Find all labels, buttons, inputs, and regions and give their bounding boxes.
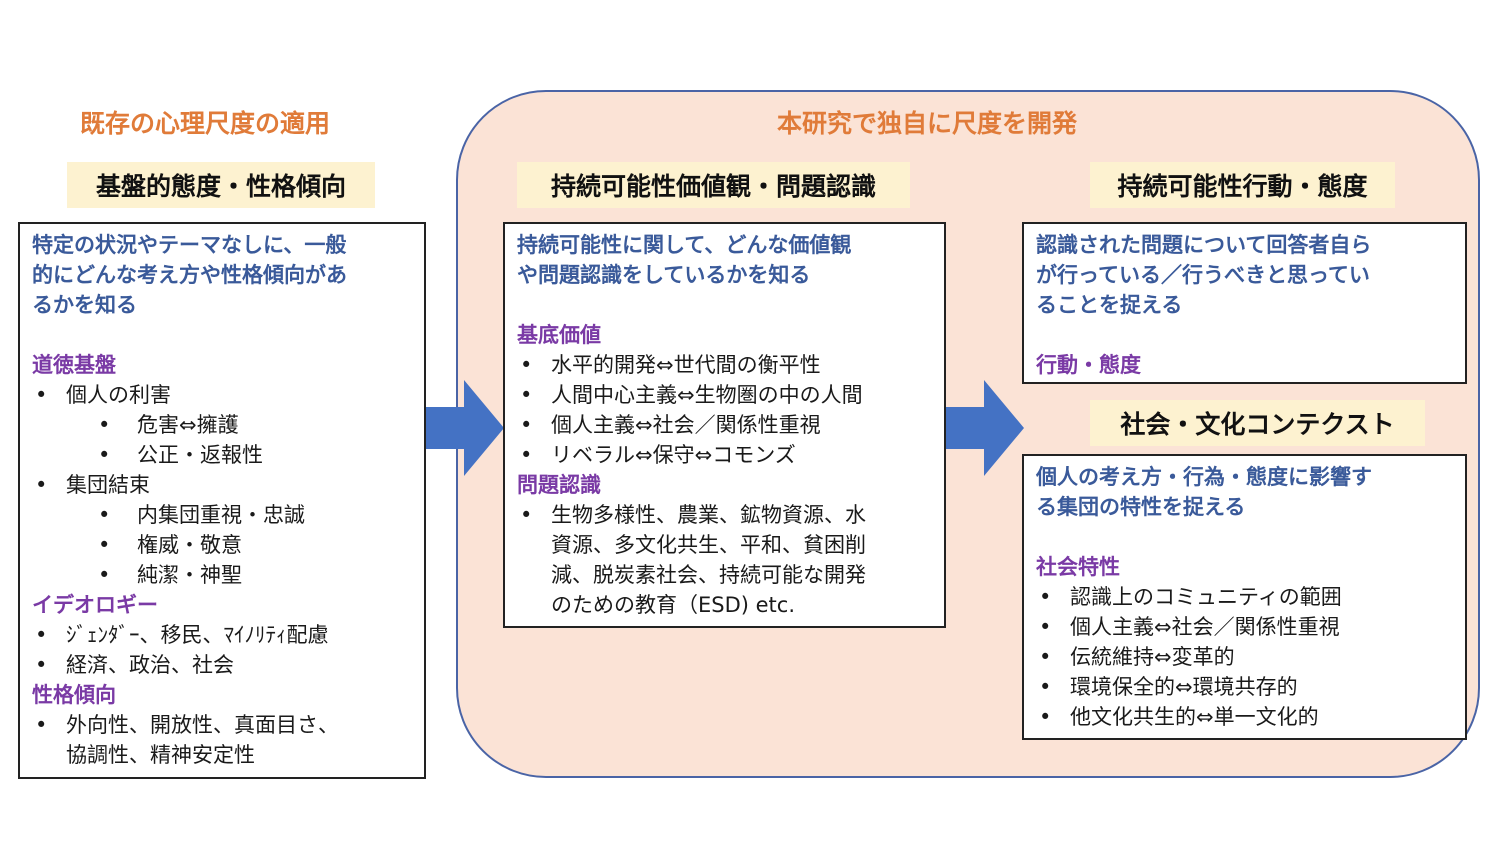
- ideology-list: ｼﾞｪﾝﾀﾞｰ、移民、ﾏｲﾉﾘﾃｨ配慮 経済、政治、社会: [32, 620, 412, 680]
- list-item: リベラル⇔保守⇔コモンズ: [517, 440, 932, 470]
- list-item: 経済、政治、社会: [32, 650, 412, 680]
- middle-panel: 持続可能性に関して、どんな価値観 や問題認識をしているかを知る 基底価値 水平的…: [503, 222, 946, 628]
- middle-section-title: 持続可能性価値観・問題認識: [517, 162, 910, 208]
- left-intro: 特定の状況やテーマなしに、一般 的にどんな考え方や性格傾向があ るかを知る: [32, 233, 347, 317]
- list-item: 認識上のコミュニティの範囲: [1036, 582, 1453, 612]
- list-item: 公正・返報性: [32, 440, 412, 470]
- personality-title: 性格傾向: [32, 683, 116, 707]
- issue-recognition-list: 生物多様性、農業、鉱物資源、水 資源、多文化共生、平和、貧困削 減、脱炭素社会、…: [517, 500, 932, 620]
- moral-foundations-title: 道徳基盤: [32, 353, 116, 377]
- list-item: 伝統維持⇔変革的: [1036, 642, 1453, 672]
- list-item: 外向性、開放性、真面目さ、 協調性、精神安定性: [32, 710, 412, 770]
- right-arrow-icon: [426, 380, 506, 476]
- list-item: 危害⇔擁護: [32, 410, 412, 440]
- list-item: 内集団重視・忠誠: [32, 500, 412, 530]
- right-top-section-title: 持続可能性行動・態度: [1090, 162, 1395, 208]
- list-item: ｼﾞｪﾝﾀﾞｰ、移民、ﾏｲﾉﾘﾃｨ配慮: [32, 620, 412, 650]
- right-bottom-section-title: 社会・文化コンテクスト: [1090, 400, 1425, 446]
- right-top-panel: 認識された問題について回答者自ら が行っている／行うべきと思ってい ることを捉え…: [1022, 222, 1467, 384]
- left-heading: 既存の心理尺度の適用: [80, 109, 331, 138]
- list-item: 純潔・神聖: [32, 560, 412, 590]
- list-item: 生物多様性、農業、鉱物資源、水 資源、多文化共生、平和、貧困削 減、脱炭素社会、…: [517, 500, 932, 620]
- right-top-intro: 認識された問題について回答者自ら が行っている／行うべきと思ってい ることを捉え…: [1036, 233, 1372, 317]
- middle-heading: 本研究で独自に尺度を開発: [777, 109, 1078, 138]
- base-values-title: 基底価値: [517, 323, 601, 347]
- behavior-attitude-title: 行動・態度: [1036, 353, 1141, 377]
- right-arrow-icon: [946, 380, 1026, 476]
- list-item: 他文化共生的⇔単一文化的: [1036, 702, 1453, 732]
- list-item: 環境保全的⇔環境共存的: [1036, 672, 1453, 702]
- list-item: 権威・敬意: [32, 530, 412, 560]
- right-bottom-intro: 個人の考え方・行為・態度に影響す る集団の特性を捉える: [1036, 465, 1372, 519]
- list-item: 個人主義⇔社会／関係性重視: [517, 410, 932, 440]
- right-bottom-panel: 個人の考え方・行為・態度に影響す る集団の特性を捉える 社会特性 認識上のコミュ…: [1022, 454, 1467, 740]
- social-traits-list: 認識上のコミュニティの範囲 個人主義⇔社会／関係性重視 伝統維持⇔変革的 環境保…: [1036, 582, 1453, 732]
- personality-list: 外向性、開放性、真面目さ、 協調性、精神安定性: [32, 710, 412, 770]
- ideology-title: イデオロギー: [32, 593, 158, 617]
- left-panel: 特定の状況やテーマなしに、一般 的にどんな考え方や性格傾向があ るかを知る 道徳…: [18, 222, 426, 779]
- middle-intro: 持続可能性に関して、どんな価値観 や問題認識をしているかを知る: [517, 233, 852, 287]
- base-values-list: 水平的開発⇔世代間の衡平性 人間中心主義⇔生物圏の中の人間 個人主義⇔社会／関係…: [517, 350, 932, 470]
- list-item: 個人の利害: [32, 380, 412, 410]
- moral-foundations-list: 個人の利害 危害⇔擁護 公正・返報性 集団結束 内集団重視・忠誠 権威・敬意 純…: [32, 380, 412, 590]
- list-item: 人間中心主義⇔生物圏の中の人間: [517, 380, 932, 410]
- social-traits-title: 社会特性: [1036, 555, 1120, 579]
- list-item: 個人主義⇔社会／関係性重視: [1036, 612, 1453, 642]
- list-item: 水平的開発⇔世代間の衡平性: [517, 350, 932, 380]
- left-section-title: 基盤的態度・性格傾向: [67, 162, 375, 208]
- list-item: 集団結束: [32, 470, 412, 500]
- issue-recognition-title: 問題認識: [517, 473, 601, 497]
